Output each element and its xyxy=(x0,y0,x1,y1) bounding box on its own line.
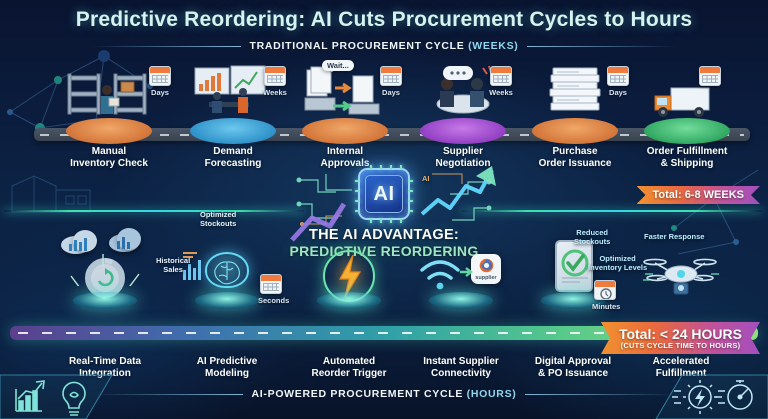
supplier-app-icon: supplier xyxy=(471,254,501,284)
wifi-icon: supplier xyxy=(413,226,509,304)
corner-panel-bottom-left xyxy=(0,371,128,419)
stage-label: Order Fulfillment& Shipping xyxy=(646,146,728,169)
traditional-total-badge: Total: 6-8 WEEKS xyxy=(637,186,760,204)
negotiation-meeting-illustration xyxy=(417,62,509,124)
ai-total-label: Total: < 24 HOURS xyxy=(618,326,742,342)
duration-badge-seconds: Seconds xyxy=(258,274,289,305)
section-header-ai: AI-POWERED PROCUREMENT CYCLE (HOURS) xyxy=(0,388,768,400)
tablet-check-icon xyxy=(525,226,621,304)
corner-panel-bottom-right xyxy=(640,371,768,419)
divider-line-right xyxy=(527,45,678,47)
gear-cloud-icon xyxy=(57,226,153,304)
wait-speech-bubble: Wait... xyxy=(322,60,354,72)
warehouse-shelves-illustration xyxy=(63,62,155,124)
duration-badge-weeks-1: Weeks xyxy=(262,66,288,97)
clock-icon xyxy=(594,280,616,300)
calendar-icon xyxy=(490,66,512,86)
duration-badge-final xyxy=(697,66,723,86)
divider-glow-right xyxy=(462,210,762,212)
growth-chart-icon xyxy=(15,380,45,412)
calendar-icon xyxy=(380,66,402,86)
calendar-icon xyxy=(149,66,171,86)
divider-line-left-bottom xyxy=(92,393,243,395)
stage-platform xyxy=(532,118,618,144)
annotation-faster-response: Faster Response xyxy=(644,232,705,241)
calendar-icon xyxy=(264,66,286,86)
stage-platform xyxy=(302,118,388,144)
section-header-traditional-text: TRADITIONAL PROCUREMENT CYCLE (WEEKS) xyxy=(249,40,519,52)
gear-bolt-icon xyxy=(672,380,717,414)
brain-icon xyxy=(179,226,275,304)
forecasting-dashboard-illustration xyxy=(187,62,279,124)
divider-line-left xyxy=(90,45,241,47)
node-platform xyxy=(317,292,381,309)
worker-figure xyxy=(101,85,120,114)
duration-badge-days-3: Days xyxy=(605,66,631,97)
ai-hub: AI THE AI ADVANTAGE: PREDICTIVE REORDERI… xyxy=(0,165,768,259)
section-header-ai-text: AI-POWERED PROCUREMENT CYCLE (HOURS) xyxy=(251,388,517,400)
ai-total-sublabel: (CUTS CYCLE TIME TO HOURS) xyxy=(620,341,741,350)
stage-platform xyxy=(66,118,152,144)
node-platform xyxy=(429,292,493,309)
stage-platform xyxy=(644,118,730,144)
lightbulb-icon xyxy=(62,381,86,416)
divider-glow-left xyxy=(4,210,304,212)
page-title: Predictive Reordering: AI Cuts Procureme… xyxy=(75,8,693,31)
node-platform xyxy=(73,292,137,309)
section-header-traditional: TRADITIONAL PROCUREMENT CYCLE (WEEKS) xyxy=(0,40,768,52)
calendar-icon xyxy=(260,274,282,294)
duration-badge-weeks-2: Weeks xyxy=(488,66,514,97)
stage-platform xyxy=(420,118,506,144)
stage-platform xyxy=(190,118,276,144)
calendar-icon xyxy=(607,66,629,86)
duration-badge-days-1: Days xyxy=(147,66,173,97)
paperwork-approvals-illustration xyxy=(299,62,391,124)
delivery-truck-illustration xyxy=(641,62,733,124)
ai-road xyxy=(10,326,758,340)
divider-line-right-bottom xyxy=(525,393,676,395)
node-platform xyxy=(195,292,259,309)
ai-chip-icon: AI xyxy=(355,165,413,223)
node-platform xyxy=(541,292,605,309)
ai-chip-label: AI xyxy=(365,175,403,213)
ai-trace-tag: AI xyxy=(422,174,430,183)
hub-title: THE AI ADVANTAGE: xyxy=(308,227,460,243)
calendar-icon xyxy=(699,66,721,86)
duration-badge-days-2: Days xyxy=(378,66,404,97)
ai-total-badge: Total: < 24 HOURS (CUTS CYCLE TIME TO HO… xyxy=(601,322,760,354)
speedometer-icon xyxy=(716,380,753,410)
duration-badge-minutes: Minutes xyxy=(592,280,620,311)
ai-node-label: Digital Approval& PO Issuance xyxy=(534,356,612,379)
document-stack-illustration xyxy=(529,62,621,124)
supplier-app-label: supplier xyxy=(475,275,497,281)
drone-icon xyxy=(633,226,729,304)
